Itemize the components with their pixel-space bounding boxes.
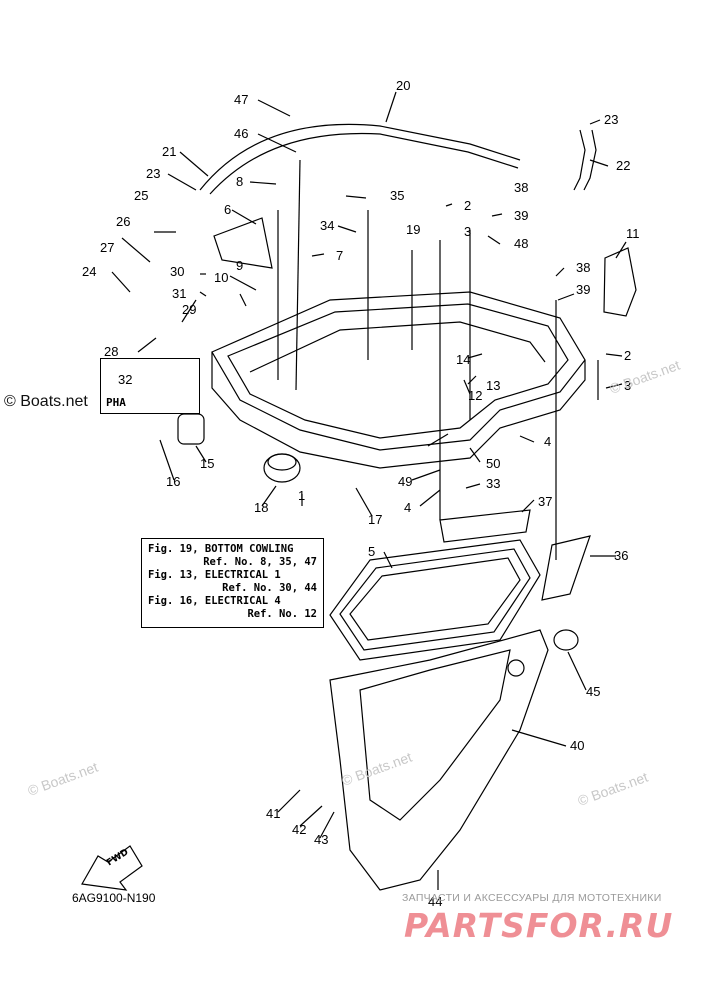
pha-label: PHA: [106, 396, 126, 409]
callout: 26: [116, 214, 130, 229]
fuel-hose: [573, 129, 586, 191]
callout: 44: [428, 894, 442, 909]
callout: 11: [626, 226, 640, 241]
lower-cover: [329, 629, 549, 891]
callout: 48: [514, 236, 528, 251]
callout: 17: [368, 512, 382, 527]
callout: 45: [586, 684, 600, 699]
ref-line: Ref. No. 30, 44: [222, 582, 317, 594]
callout: 24: [82, 264, 96, 279]
watermark-faint-mid: © Boats.net: [608, 357, 683, 397]
callout: 50: [486, 456, 500, 471]
callout: 39: [514, 208, 528, 223]
callout: 38: [514, 180, 528, 195]
ref-line: Fig. 13, ELECTRICAL 1: [148, 569, 281, 581]
callout: 4: [544, 434, 551, 449]
callout: 3: [464, 224, 471, 239]
callout: 31: [172, 286, 186, 301]
callout: 20: [396, 78, 410, 93]
bracket-11: [603, 247, 637, 317]
callout: 28: [104, 344, 118, 359]
callout: 37: [538, 494, 552, 509]
callout: 12: [468, 388, 482, 403]
callout: 21: [162, 144, 176, 159]
callout: 29: [182, 302, 196, 317]
reference-box: Fig. 19, BOTTOM COWLING Ref. No. 8, 35, …: [141, 538, 324, 628]
pha-variant-box: [100, 358, 200, 414]
callout: 22: [616, 158, 630, 173]
callout: 43: [314, 832, 328, 847]
callout: 5: [368, 544, 375, 559]
ref-line: Ref. No. 12: [247, 608, 317, 620]
callout: 47: [234, 92, 248, 107]
callout: 19: [406, 222, 420, 237]
callout: 14: [456, 352, 470, 367]
callout: 27: [100, 240, 114, 255]
callout: 25: [134, 188, 148, 203]
brand-tagline: ЗАПЧАСТИ И АКСЕССУАРЫ ДЛЯ МОТОТЕХНИКИ: [402, 892, 662, 904]
ref-line: Fig. 19, BOTTOM COWLING: [148, 543, 294, 555]
callout: 41: [266, 806, 280, 821]
callout: 3: [624, 378, 631, 393]
callout: 33: [486, 476, 500, 491]
callout: 7: [336, 248, 343, 263]
callout: 38: [576, 260, 590, 275]
callout: 9: [236, 258, 243, 273]
cowling-tray: [211, 291, 586, 451]
callout: 13: [486, 378, 500, 393]
callout: 8: [236, 174, 243, 189]
callout: 16: [166, 474, 180, 489]
callout: 2: [624, 348, 631, 363]
ref-line: Ref. No. 8, 35, 47: [203, 556, 317, 568]
callout: 6: [224, 202, 231, 217]
diagram-code: 6AG9100-N190: [72, 891, 156, 905]
shift-bracket: [213, 217, 273, 269]
callout: 1: [298, 488, 305, 503]
callout: 4: [404, 500, 411, 515]
grommet-45: [553, 629, 579, 651]
watermark-main: © Boats.net: [4, 393, 88, 410]
gasket: [329, 539, 541, 661]
grommet-15: [177, 413, 205, 445]
callout: 30: [170, 264, 184, 279]
callout: 42: [292, 822, 306, 837]
callout-numbers: 1 2 2 3 3 4 4 5 6 7 8 9 10 11 12 13 14 1…: [82, 78, 640, 909]
callout: 39: [576, 282, 590, 297]
brand-logo: PARTSFOR.RU: [404, 906, 674, 945]
watermark-faint-left: © Boats.net: [26, 759, 101, 799]
callout: 49: [398, 474, 412, 489]
shift-cable: [199, 123, 521, 191]
callout: 2: [464, 198, 471, 213]
callout: 36: [614, 548, 628, 563]
callout: 34: [320, 218, 334, 233]
callout: 15: [200, 456, 214, 471]
bracket-37: [439, 509, 531, 543]
callout: 35: [390, 188, 404, 203]
watermark-faint-center: © Boats.net: [340, 749, 415, 789]
callout: 10: [214, 270, 228, 285]
callout: 46: [234, 126, 248, 141]
callout: 23: [604, 112, 618, 127]
callout: 40: [570, 738, 584, 753]
bracket-36: [541, 535, 591, 601]
watermark-faint-right: © Boats.net: [576, 769, 651, 809]
callout: 18: [254, 500, 268, 515]
ref-line: Fig. 16, ELECTRICAL 4: [148, 595, 281, 607]
fwd-arrow: [81, 845, 143, 891]
callout: 32: [118, 372, 132, 387]
callout: 23: [146, 166, 160, 181]
